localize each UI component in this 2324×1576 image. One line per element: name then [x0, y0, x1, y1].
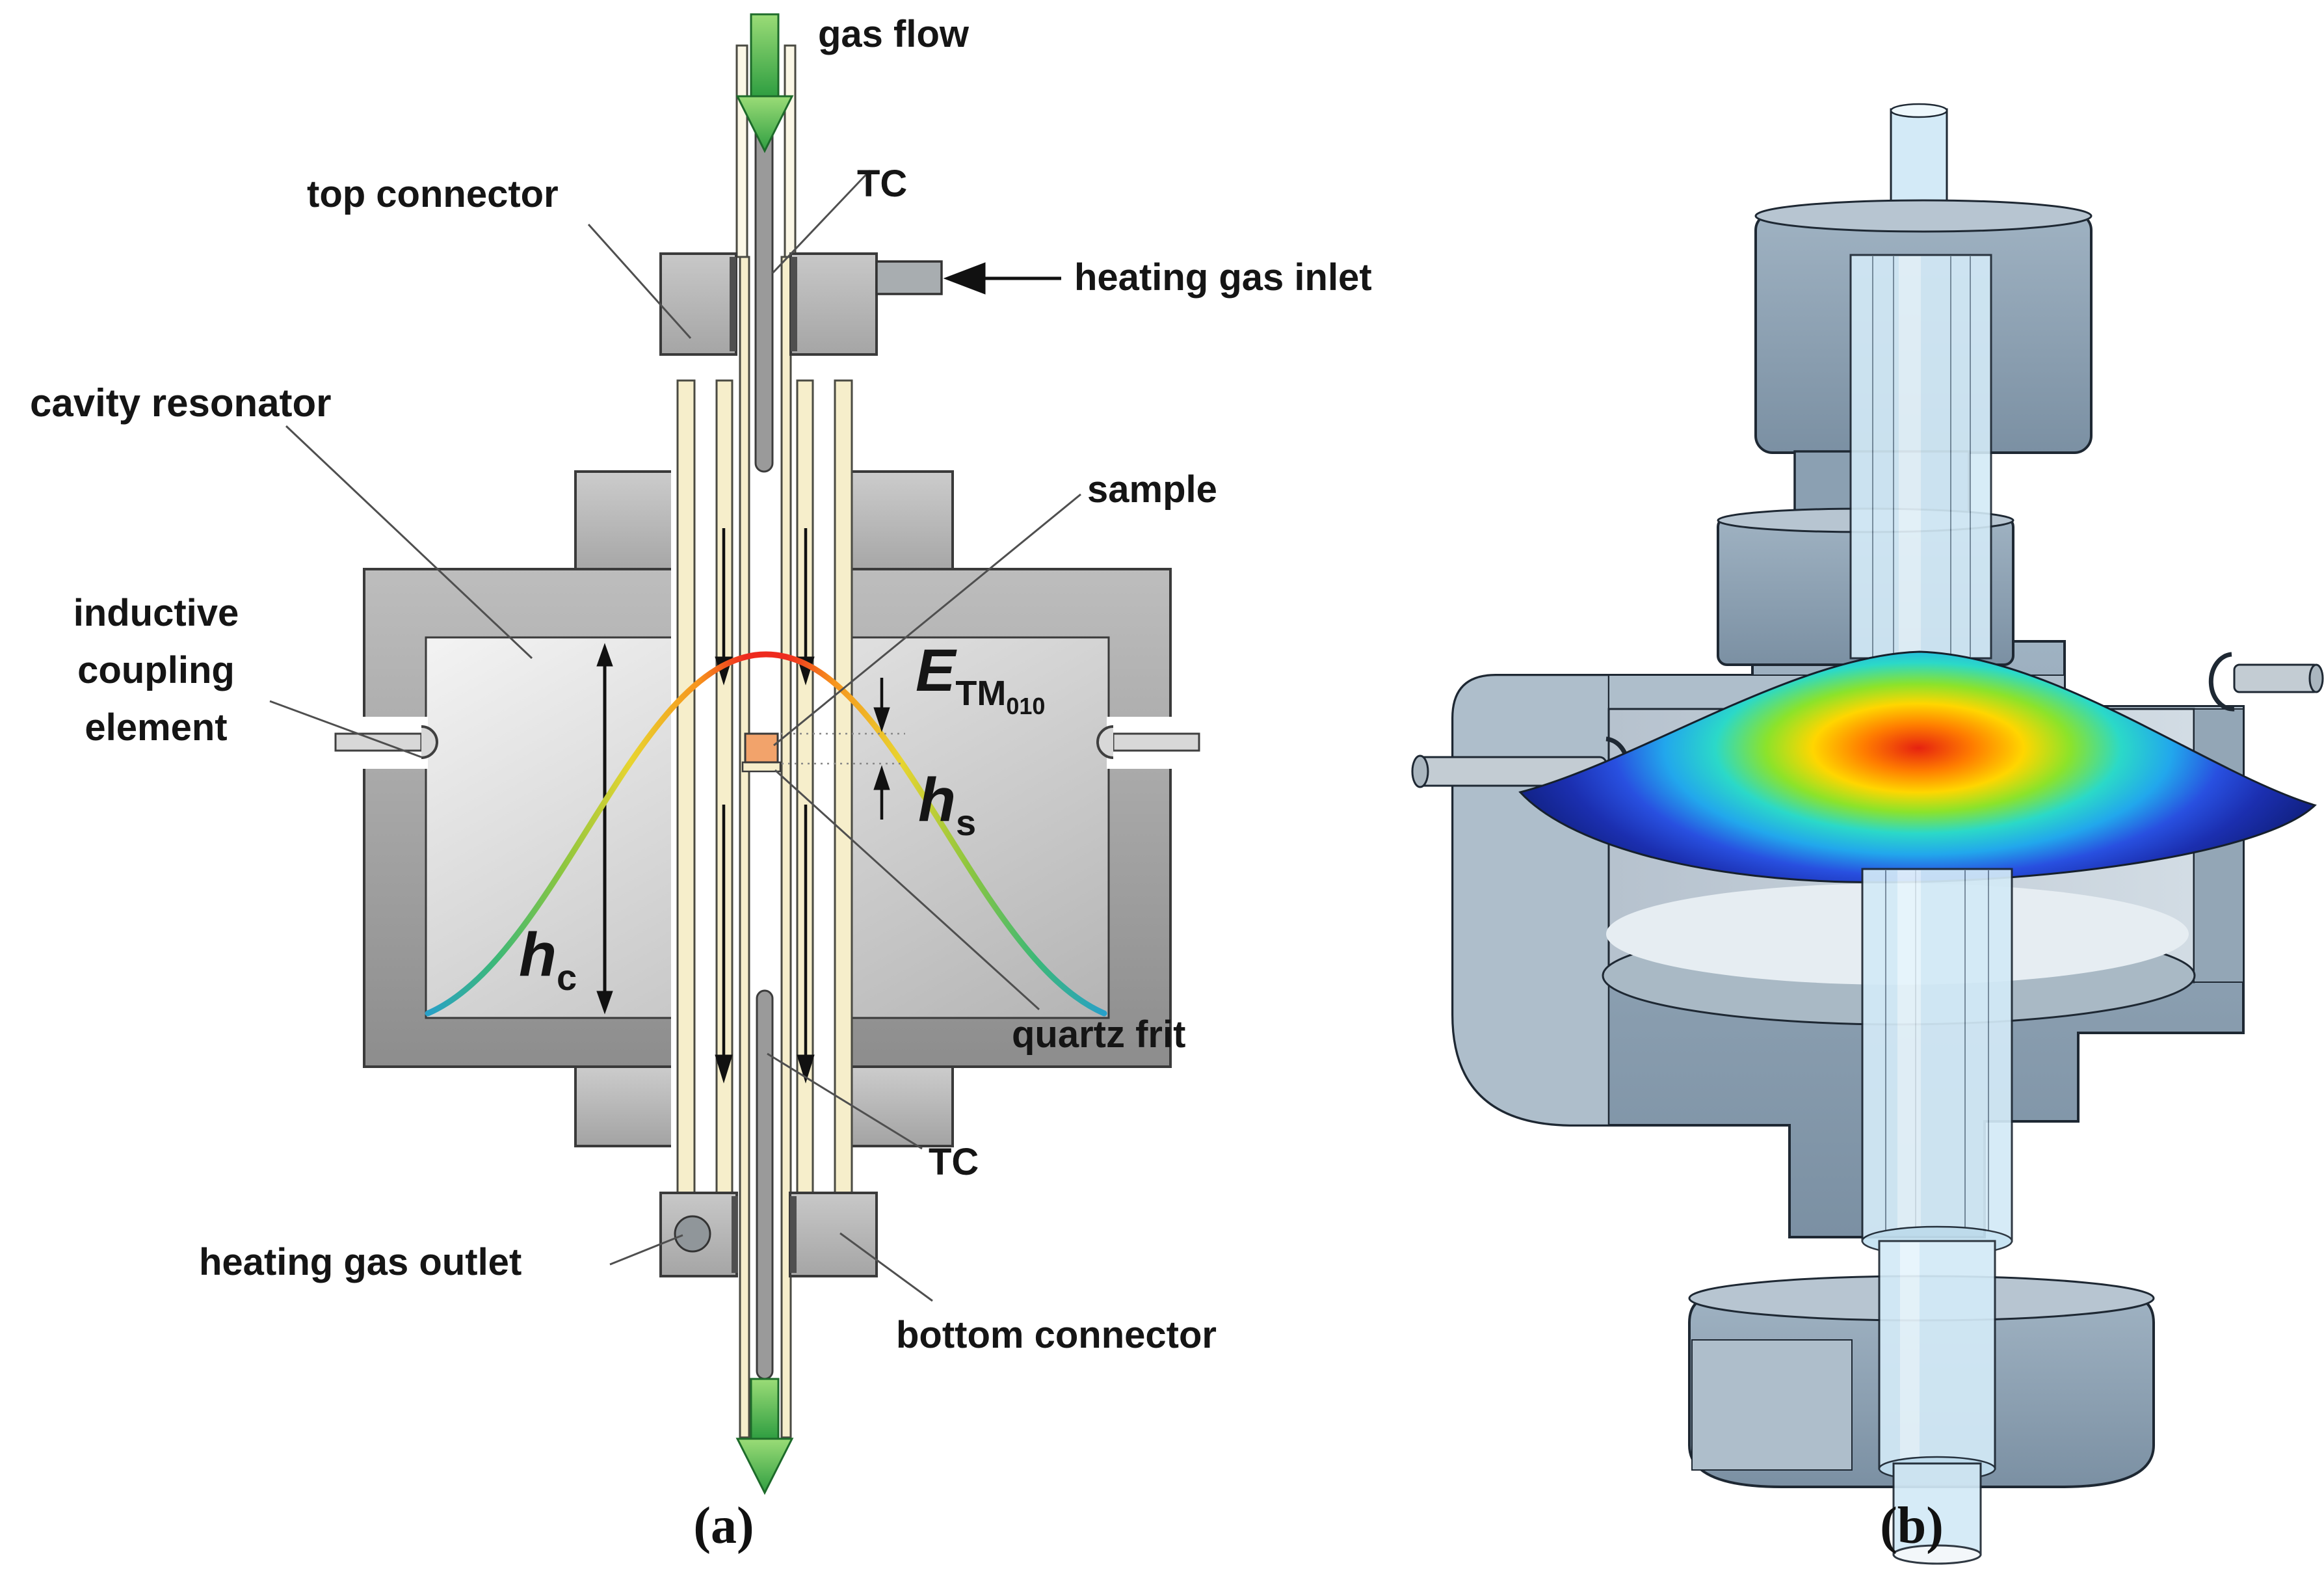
- inner-tube-left-wall: [739, 256, 750, 1439]
- tm010-field-curve: [425, 651, 1107, 1017]
- inductive-coupling-label-line2: coupling: [77, 649, 235, 691]
- panel-a: gas flow TC top connector heating gas in…: [30, 13, 1372, 1555]
- inductive-coupling-label-line1: inductive: [73, 592, 239, 634]
- outer-tube-left-wall: [676, 379, 696, 1194]
- cavity-height-dimension: [596, 643, 613, 1015]
- leader-quartz-frit: [774, 769, 1040, 1011]
- sample-rect: [744, 732, 779, 764]
- quartz-tube-bundle: [671, 44, 853, 1439]
- quartz-frit-label: quartz frit: [1012, 1013, 1185, 1056]
- hc-symbol: h: [519, 920, 557, 989]
- leader-bottom-connector: [839, 1232, 933, 1302]
- cut-face-bottom-block: [1691, 1339, 1853, 1471]
- e-field-symbol: E: [916, 637, 957, 704]
- leader-cavity-resonator: [285, 425, 533, 660]
- panel-b: (b): [1411, 103, 2324, 1565]
- heating-gas-outlet-label: heating gas outlet: [199, 1241, 522, 1283]
- leader-tc-bottom: [767, 1052, 923, 1150]
- gas-flow-arrow-bottom: [735, 1378, 794, 1495]
- top-connector: [659, 252, 943, 356]
- hc-sub: c: [557, 957, 577, 998]
- e-field-sub: TM: [955, 674, 1006, 713]
- inductive-coupling-label: inductive coupling element: [73, 592, 239, 749]
- leader-heating-gas-outlet: [609, 1234, 683, 1266]
- heating-gas-inlet-stub: [875, 260, 943, 295]
- bottom-connector-label: bottom connector: [896, 1314, 1217, 1356]
- leader-inductive-coupling: [269, 700, 422, 758]
- tc-top-label: TC: [857, 163, 907, 205]
- gas-flow-arrow-top: [735, 13, 794, 154]
- thermocouple-bottom: [756, 989, 774, 1380]
- inductive-coupling-label-line3: element: [85, 706, 227, 749]
- glass-tube-lower: [1861, 868, 2013, 1565]
- top-connector-label: top connector: [307, 173, 559, 215]
- sample-height-dimension: [780, 678, 905, 820]
- leader-tc-top: [771, 169, 871, 274]
- sample-label: sample: [1087, 468, 1217, 511]
- e-field-subsub: 010: [1006, 693, 1045, 719]
- inductive-coupling-right: [1096, 725, 1200, 759]
- coupling-loop-right: [2208, 652, 2235, 712]
- e-field-label: ETM010: [916, 637, 1045, 719]
- caption-b: (b): [1880, 1497, 1944, 1555]
- gas-flow-label: gas flow: [818, 13, 970, 55]
- coupling-pin-right: [2208, 652, 2324, 712]
- cavity-resonator-label: cavity resonator: [30, 381, 332, 425]
- glass-tube-end-cap: [1892, 1544, 1982, 1565]
- leader-top-connector: [587, 223, 692, 340]
- tm010-field-dome: [1518, 650, 2317, 883]
- heating-gas-inlet-label: heating gas inlet: [1074, 256, 1372, 299]
- tc-bottom-label: TC: [929, 1141, 979, 1183]
- hs-symbol: h: [918, 766, 956, 835]
- quartz-frit-rect: [741, 761, 782, 773]
- hs-sub: s: [956, 802, 976, 843]
- leader-lines: [269, 169, 1081, 1302]
- glass-tube-upper: [1849, 254, 1992, 660]
- sample-height-label: hs: [918, 766, 976, 843]
- heating-gas-inlet-arrow: [943, 262, 1061, 295]
- bottom-connector: [659, 1192, 878, 1277]
- cut-face-left: [1451, 674, 1610, 1127]
- heating-gas-outlet-hole: [674, 1215, 711, 1253]
- cavity-height-label: hc: [519, 920, 577, 998]
- outer-tube-right-wall: [834, 379, 853, 1194]
- caption-a: (a): [693, 1497, 754, 1555]
- leader-sample: [773, 493, 1081, 747]
